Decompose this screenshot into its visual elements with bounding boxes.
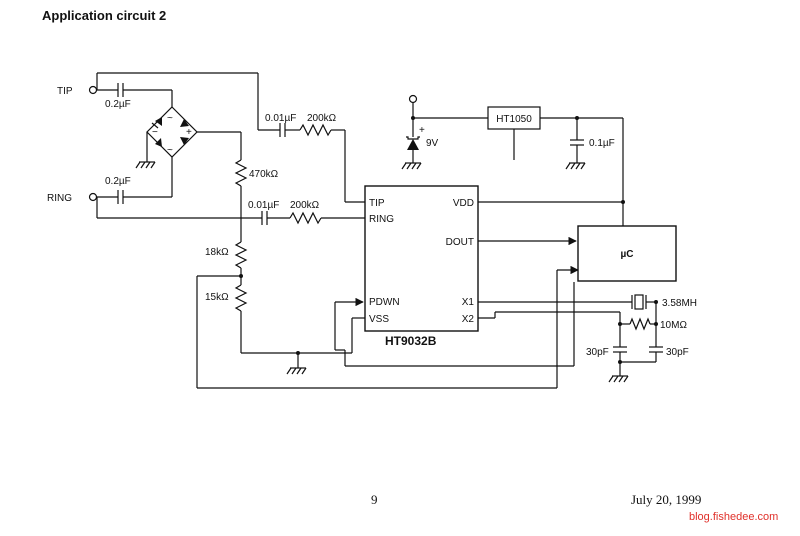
res-470k [234, 159, 248, 187]
res-470k-label: 470kΩ [249, 169, 279, 180]
pin-tip: TIP [369, 198, 385, 209]
cap-tip-0.2uf [117, 83, 124, 97]
ground-vdd-cap [565, 162, 586, 170]
pin-x1: X1 [462, 297, 475, 308]
zener-label: 9V [426, 138, 439, 149]
resistor-divider [196, 159, 579, 389]
cap-ring-0.2uf [117, 190, 124, 204]
footer-date: July 20, 1999 [631, 492, 702, 507]
cap-tip-series [279, 123, 286, 137]
pin-pdwn: PDWN [369, 297, 400, 308]
bridge-minus: − [152, 127, 158, 138]
res-15k [234, 284, 248, 312]
res-10m [629, 317, 651, 331]
ring-input-network [88, 190, 365, 225]
cap-tip-label: 0.2µF [105, 99, 131, 110]
cap-tip-series-label: 0.01µF [265, 113, 296, 124]
pin-x2: X2 [462, 314, 475, 325]
cap-vdd-label: 0.1µF [589, 138, 615, 149]
mcu-label: µC [621, 249, 634, 260]
chip-name: HT9032B [385, 334, 437, 348]
res-10m-label: 10MΩ [660, 320, 687, 331]
res-18k [234, 241, 248, 269]
res-18k-label: 18kΩ [205, 247, 229, 258]
crystal-label: 3.58MH [662, 298, 697, 309]
watermark: blog.fishedee.com [689, 511, 779, 523]
cap-ring-label: 0.2µF [105, 176, 131, 187]
ring-label: RING [47, 193, 72, 204]
ring-terminal [88, 192, 98, 202]
pin-vdd: VDD [453, 198, 474, 209]
component-labels: TIP RING 0.2µF 0.2µF 0.01µF 200kΩ 0.01µF… [47, 86, 697, 358]
supply-terminal [408, 94, 418, 104]
pdwn-line [334, 282, 575, 367]
cap-ring-series [261, 211, 268, 225]
tip-label: TIP [57, 86, 73, 97]
cap-30pf-left-label: 30pF [586, 347, 609, 358]
ground-zener [401, 162, 422, 170]
cap-vdd-0.1uf [570, 118, 584, 163]
tip-terminal [88, 85, 98, 95]
cap-30pf-right-label: 30pF [666, 347, 689, 358]
bridge-plus: + [186, 127, 192, 138]
ht9032b-chip: TIP RING PDWN VSS VDD DOUT X1 X2 HT9032B [364, 185, 479, 348]
ground-bridge [135, 161, 156, 169]
crystal-3.58mhz [631, 294, 647, 310]
pin-dout: DOUT [446, 237, 474, 248]
res-tip-series [299, 123, 332, 137]
cap-ring-series-label: 0.01µF [248, 200, 279, 211]
zener-9v [406, 118, 420, 163]
cap-30pf-right [620, 324, 663, 363]
pin-ring: RING [369, 214, 394, 225]
res-15k-label: 15kΩ [205, 292, 229, 303]
ground-vss [286, 367, 307, 375]
oscillator-network [478, 294, 663, 383]
bridge-rectifier: − + ~ ~ [135, 106, 242, 197]
pin-vss: VSS [369, 314, 389, 325]
zener-plus: + [419, 125, 425, 136]
res-ring-series-label: 200kΩ [290, 200, 320, 211]
bridge-ac-top: ~ [167, 113, 173, 124]
res-ring-series [289, 211, 322, 225]
page-title: Application circuit 2 [42, 8, 167, 23]
ht1050-label: HT1050 [496, 114, 532, 125]
microcontroller: µC [577, 225, 677, 282]
ground-oscillator [608, 375, 629, 383]
res-tip-series-label: 200kΩ [307, 113, 337, 124]
page-number: 9 [371, 492, 378, 507]
power-supply: + HT1050 [401, 94, 624, 226]
bridge-ac-bottom: ~ [167, 145, 173, 156]
tip-input-network [88, 72, 365, 203]
